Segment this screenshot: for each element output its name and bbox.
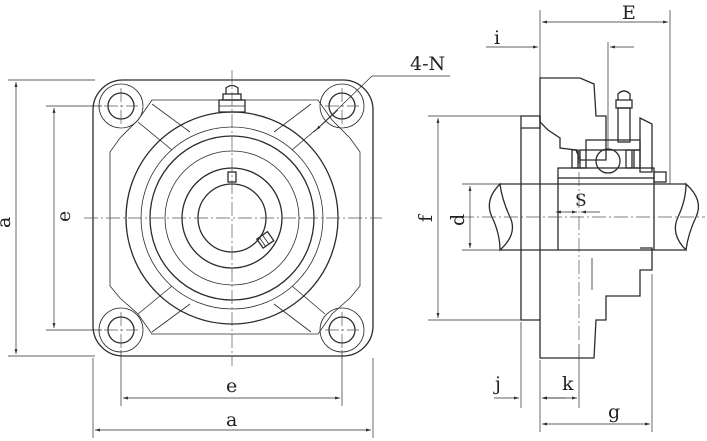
dim-d: d	[447, 214, 469, 226]
label-4-N: 4-N	[410, 53, 445, 75]
dim-a-horizontal: a	[226, 409, 237, 431]
housing-section-top	[539, 77, 607, 161]
housing-flange-top	[520, 115, 541, 129]
seal-left	[571, 149, 587, 169]
shaft	[500, 183, 686, 251]
dim-i: i	[494, 27, 500, 49]
dim-g: g	[608, 401, 620, 423]
bearing-ball	[595, 148, 621, 174]
side-section-view: E i f d S j k g	[415, 2, 705, 432]
dim-S: S	[575, 191, 587, 211]
set-screw-section	[653, 171, 667, 183]
dim-f: f	[415, 213, 437, 222]
set-screw-side	[255, 230, 275, 250]
front-view: a e e a 4-N	[0, 53, 450, 438]
housing-section-right	[639, 116, 653, 173]
dim-e-horizontal: e	[226, 375, 237, 397]
dim-k: k	[562, 373, 574, 395]
flange-inner-contour	[109, 99, 361, 335]
seal-right	[625, 149, 641, 169]
grease-nipple-section-icon	[615, 90, 633, 143]
dim-e-vertical: e	[53, 211, 75, 222]
bearing-outer-race	[585, 139, 641, 151]
dim-a-vertical: a	[0, 217, 15, 228]
dim-E: E	[622, 2, 636, 24]
dim-j: j	[493, 373, 501, 395]
